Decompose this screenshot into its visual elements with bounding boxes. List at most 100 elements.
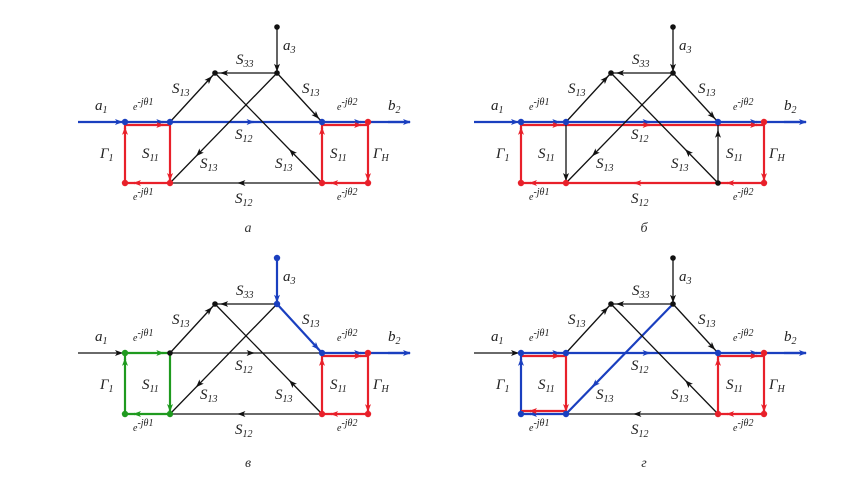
- node-a1: [517, 118, 525, 126]
- edge-s13-port3-to-port1-arrow-icon: [196, 148, 204, 157]
- label-s11-left: S11: [142, 146, 159, 164]
- label-e-jtheta1-bottom: e-jθ1: [133, 187, 153, 203]
- label-s12-top: S12: [235, 358, 253, 376]
- node-tr: [273, 300, 281, 308]
- label-a1: a1: [491, 329, 504, 347]
- node-a1: [121, 349, 129, 357]
- label-gamma-h: ΓH: [372, 146, 390, 164]
- node-mr: [318, 118, 326, 126]
- label-s11-right: S11: [330, 377, 347, 395]
- label-s33: S33: [632, 52, 650, 70]
- label-s12-bottom: S12: [631, 422, 649, 440]
- label-b2: b2: [784, 98, 797, 116]
- node-mr: [714, 118, 722, 126]
- edge-s13-port3-to-port2-arrow-icon: [707, 341, 716, 350]
- label-e-jtheta1-top: e-jθ1: [529, 328, 549, 344]
- label-e-jtheta1-top: e-jθ1: [133, 97, 153, 113]
- node-r: [364, 118, 372, 126]
- node-tl: [212, 70, 218, 76]
- label-s12-bottom: S12: [631, 191, 649, 209]
- node-r: [364, 349, 372, 357]
- diagram-caption: г: [641, 456, 647, 471]
- label-gamma-h: ΓH: [768, 377, 786, 395]
- node-tl: [608, 301, 614, 307]
- label-s33: S33: [236, 283, 254, 301]
- node-bmr: [714, 410, 722, 418]
- diagram-caption: а: [245, 221, 252, 236]
- edge-s13-port1-to-port3-arrow-icon: [204, 307, 213, 316]
- node-r: [760, 118, 768, 126]
- diagram-caption: в: [245, 456, 251, 471]
- node-a3: [670, 255, 676, 261]
- node-bmr: [715, 180, 721, 186]
- node-bml: [166, 179, 174, 187]
- node-bl: [121, 179, 129, 187]
- node-a1: [121, 118, 129, 126]
- node-a3: [273, 254, 281, 262]
- label-gamma1: Γ1: [99, 377, 114, 395]
- node-br: [364, 410, 372, 418]
- label-e-jtheta1-bottom: e-jθ1: [529, 187, 549, 203]
- label-s11-left: S11: [538, 146, 555, 164]
- label-s33: S33: [632, 283, 650, 301]
- edge-s13-port3-to-port1-arrow-icon: [591, 379, 600, 388]
- label-b2: b2: [784, 329, 797, 347]
- label-s13-lower-right: S13: [275, 156, 293, 174]
- label-e-jtheta2-bottom: e-jθ2: [337, 187, 357, 203]
- label-e-jtheta1-bottom: e-jθ1: [133, 418, 153, 434]
- label-s13-lower-left: S13: [200, 156, 218, 174]
- label-s11-right: S11: [726, 146, 743, 164]
- label-s33: S33: [236, 52, 254, 70]
- label-s13-lower-left: S13: [596, 387, 614, 405]
- node-bml: [562, 179, 570, 187]
- node-mr: [318, 349, 326, 357]
- label-e-jtheta1-top: e-jθ1: [133, 328, 153, 344]
- node-ml: [562, 349, 570, 357]
- label-s11-left: S11: [142, 377, 159, 395]
- edge-s13-port3-to-port1: [565, 72, 674, 184]
- node-tr: [274, 70, 280, 76]
- label-s13-upper-right: S13: [302, 312, 320, 330]
- label-s12-bottom: S12: [235, 422, 253, 440]
- label-a3: a3: [283, 269, 296, 287]
- label-s13-upper-left: S13: [172, 81, 190, 99]
- label-e-jtheta2-top: e-jθ2: [733, 328, 753, 344]
- node-tl: [212, 301, 218, 307]
- node-tl: [608, 70, 614, 76]
- edge-s13-port3-to-port2-arrow-icon: [311, 110, 320, 119]
- label-e-jtheta2-bottom: e-jθ2: [733, 187, 753, 203]
- label-s13-upper-left: S13: [568, 81, 586, 99]
- edge-s13-port3-to-port1: [169, 72, 278, 184]
- label-gamma1: Γ1: [495, 377, 510, 395]
- edge-s13-port2-to-port3: [214, 303, 323, 415]
- edge-s13-port1-to-port3-arrow-icon: [600, 307, 609, 316]
- edge-s13-port2-to-port3-arrow-icon: [685, 149, 693, 158]
- label-a3: a3: [283, 38, 296, 56]
- label-a1: a1: [491, 98, 504, 116]
- label-s13-upper-left: S13: [568, 312, 586, 330]
- label-e-jtheta2-top: e-jθ2: [733, 97, 753, 113]
- label-a3: a3: [679, 269, 692, 287]
- label-s11-left: S11: [538, 377, 555, 395]
- label-gamma-h: ΓH: [372, 377, 390, 395]
- edge-s13-port2-to-port3-arrow-icon: [289, 380, 297, 389]
- edge-s13-port3-to-port1: [169, 303, 278, 415]
- label-s13-upper-right: S13: [698, 81, 716, 99]
- label-s13-lower-right: S13: [671, 387, 689, 405]
- label-e-jtheta2-top: e-jθ2: [337, 328, 357, 344]
- label-gamma1: Γ1: [99, 146, 114, 164]
- node-br: [760, 179, 768, 187]
- edge-s13-port3-to-port1-arrow-icon: [592, 148, 600, 157]
- node-bl: [517, 410, 525, 418]
- node-mr: [714, 349, 722, 357]
- label-a1: a1: [95, 329, 108, 347]
- node-a3: [670, 24, 676, 30]
- node-bml: [562, 410, 570, 418]
- edge-s13-port3-to-port2-arrow-icon: [707, 110, 716, 119]
- edge-s13-port2-to-port3-arrow-icon: [289, 149, 297, 158]
